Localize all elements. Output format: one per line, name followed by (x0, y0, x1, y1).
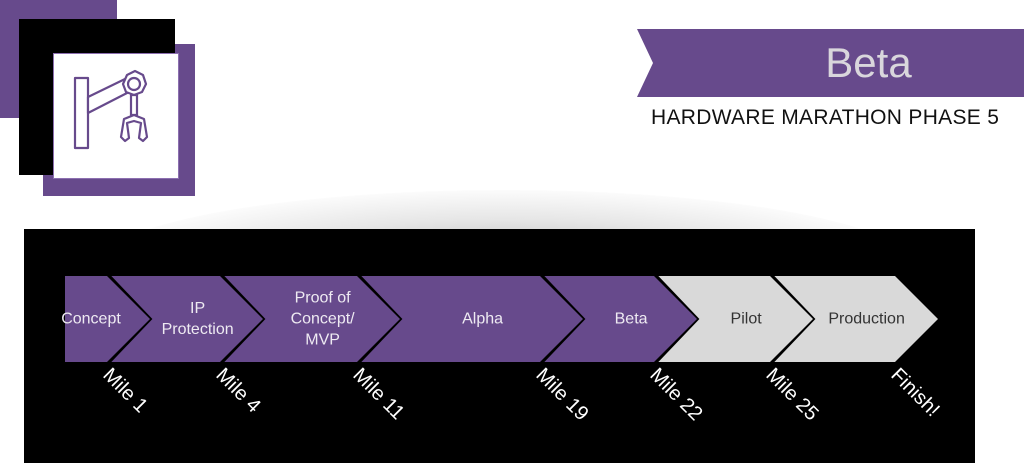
stage-label: Concept (61, 310, 121, 328)
stage-label: Beta (614, 310, 648, 328)
stage-label: Production (828, 310, 905, 328)
chevron-proof-of-concept-mvp (220, 276, 400, 362)
logo-panel (53, 53, 179, 179)
chevron-concept (65, 276, 150, 362)
chevron-beta (540, 276, 697, 362)
chevron-production (770, 276, 938, 362)
chevron-alpha (357, 276, 583, 362)
logo-frame (19, 19, 179, 179)
chevron-pilot (654, 276, 813, 362)
stage-label: Pilot (730, 310, 762, 328)
robotic-arm-icon (73, 69, 149, 150)
phase-ribbon: Beta (637, 29, 1024, 97)
stage-label: Alpha (462, 310, 504, 328)
chevron-ip-protection (107, 276, 263, 362)
phase-subtitle: HARDWARE MARATHON PHASE 5 (651, 106, 1000, 129)
phase-title: Beta (825, 39, 912, 86)
